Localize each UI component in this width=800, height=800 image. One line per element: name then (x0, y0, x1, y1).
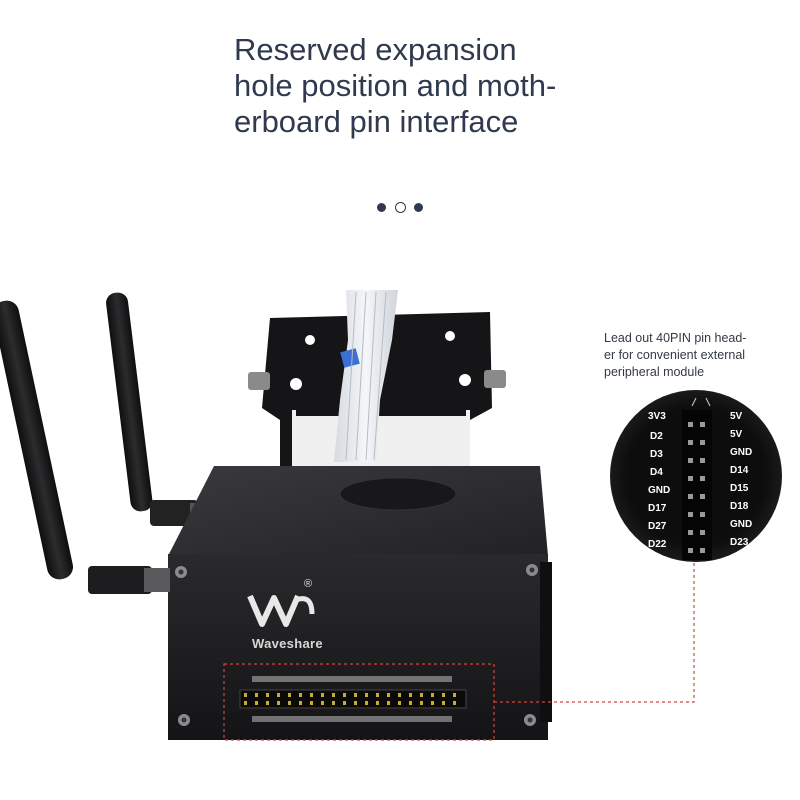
carousel-dot-2[interactable] (394, 201, 406, 213)
antenna-front (0, 300, 170, 594)
case-top (168, 466, 548, 556)
pin-label-left-4: D4 (650, 467, 663, 478)
pin-label-right-4: D14 (730, 465, 749, 476)
headline-line-2: hole position and moth- (234, 68, 557, 103)
pin-label-left-2: D2 (650, 431, 663, 442)
pin-label-right-2: 5V (730, 429, 743, 440)
pin-label-left-3: D3 (650, 449, 663, 460)
pin-label-right-3: GND (730, 447, 753, 458)
pin-label-right-5: D15 (730, 483, 749, 494)
pin-label-right-1: 5V (730, 411, 743, 422)
headline-line-1: Reserved expansion (234, 32, 517, 67)
antenna-rear (106, 292, 210, 526)
pin-callout-text: Lead out 40PIN pin head- er for convenie… (604, 330, 794, 381)
pin-label-right-8: D23 (730, 537, 749, 548)
carousel-dot-1[interactable] (377, 202, 386, 212)
fan-vent (339, 477, 457, 511)
camera-bracket (248, 290, 506, 472)
pin-label-left-8: D22 (648, 539, 667, 550)
pin-label-right-7: GND (730, 519, 753, 530)
callout-line-2: er for convenient external (604, 348, 746, 362)
pin-label-left-6: D17 (648, 503, 667, 514)
pin-label-left-5: GND (648, 485, 671, 496)
brand-label: Waveshare (252, 636, 323, 651)
carousel-dots (377, 200, 423, 214)
pin-label-left-1: 3V3 (648, 411, 666, 422)
pin-label-right-6: D18 (730, 501, 749, 512)
carousel-dot-3[interactable] (414, 202, 423, 212)
headline-line-3: erboard pin interface (234, 104, 519, 139)
callout-line-3: peripheral module (604, 365, 705, 379)
case-front (168, 554, 548, 740)
callout-line-1: Lead out 40PIN pin head- (604, 331, 747, 345)
registered-mark: ® (304, 578, 313, 590)
waveshare-logo-icon (247, 594, 315, 627)
callout-connector-line (494, 560, 695, 703)
headline: Reserved expansion hole position and mot… (234, 32, 594, 140)
pin-label-left-7: D27 (648, 521, 667, 532)
pin-zoom-inset (610, 390, 782, 562)
gpio-pin-header (239, 676, 467, 722)
